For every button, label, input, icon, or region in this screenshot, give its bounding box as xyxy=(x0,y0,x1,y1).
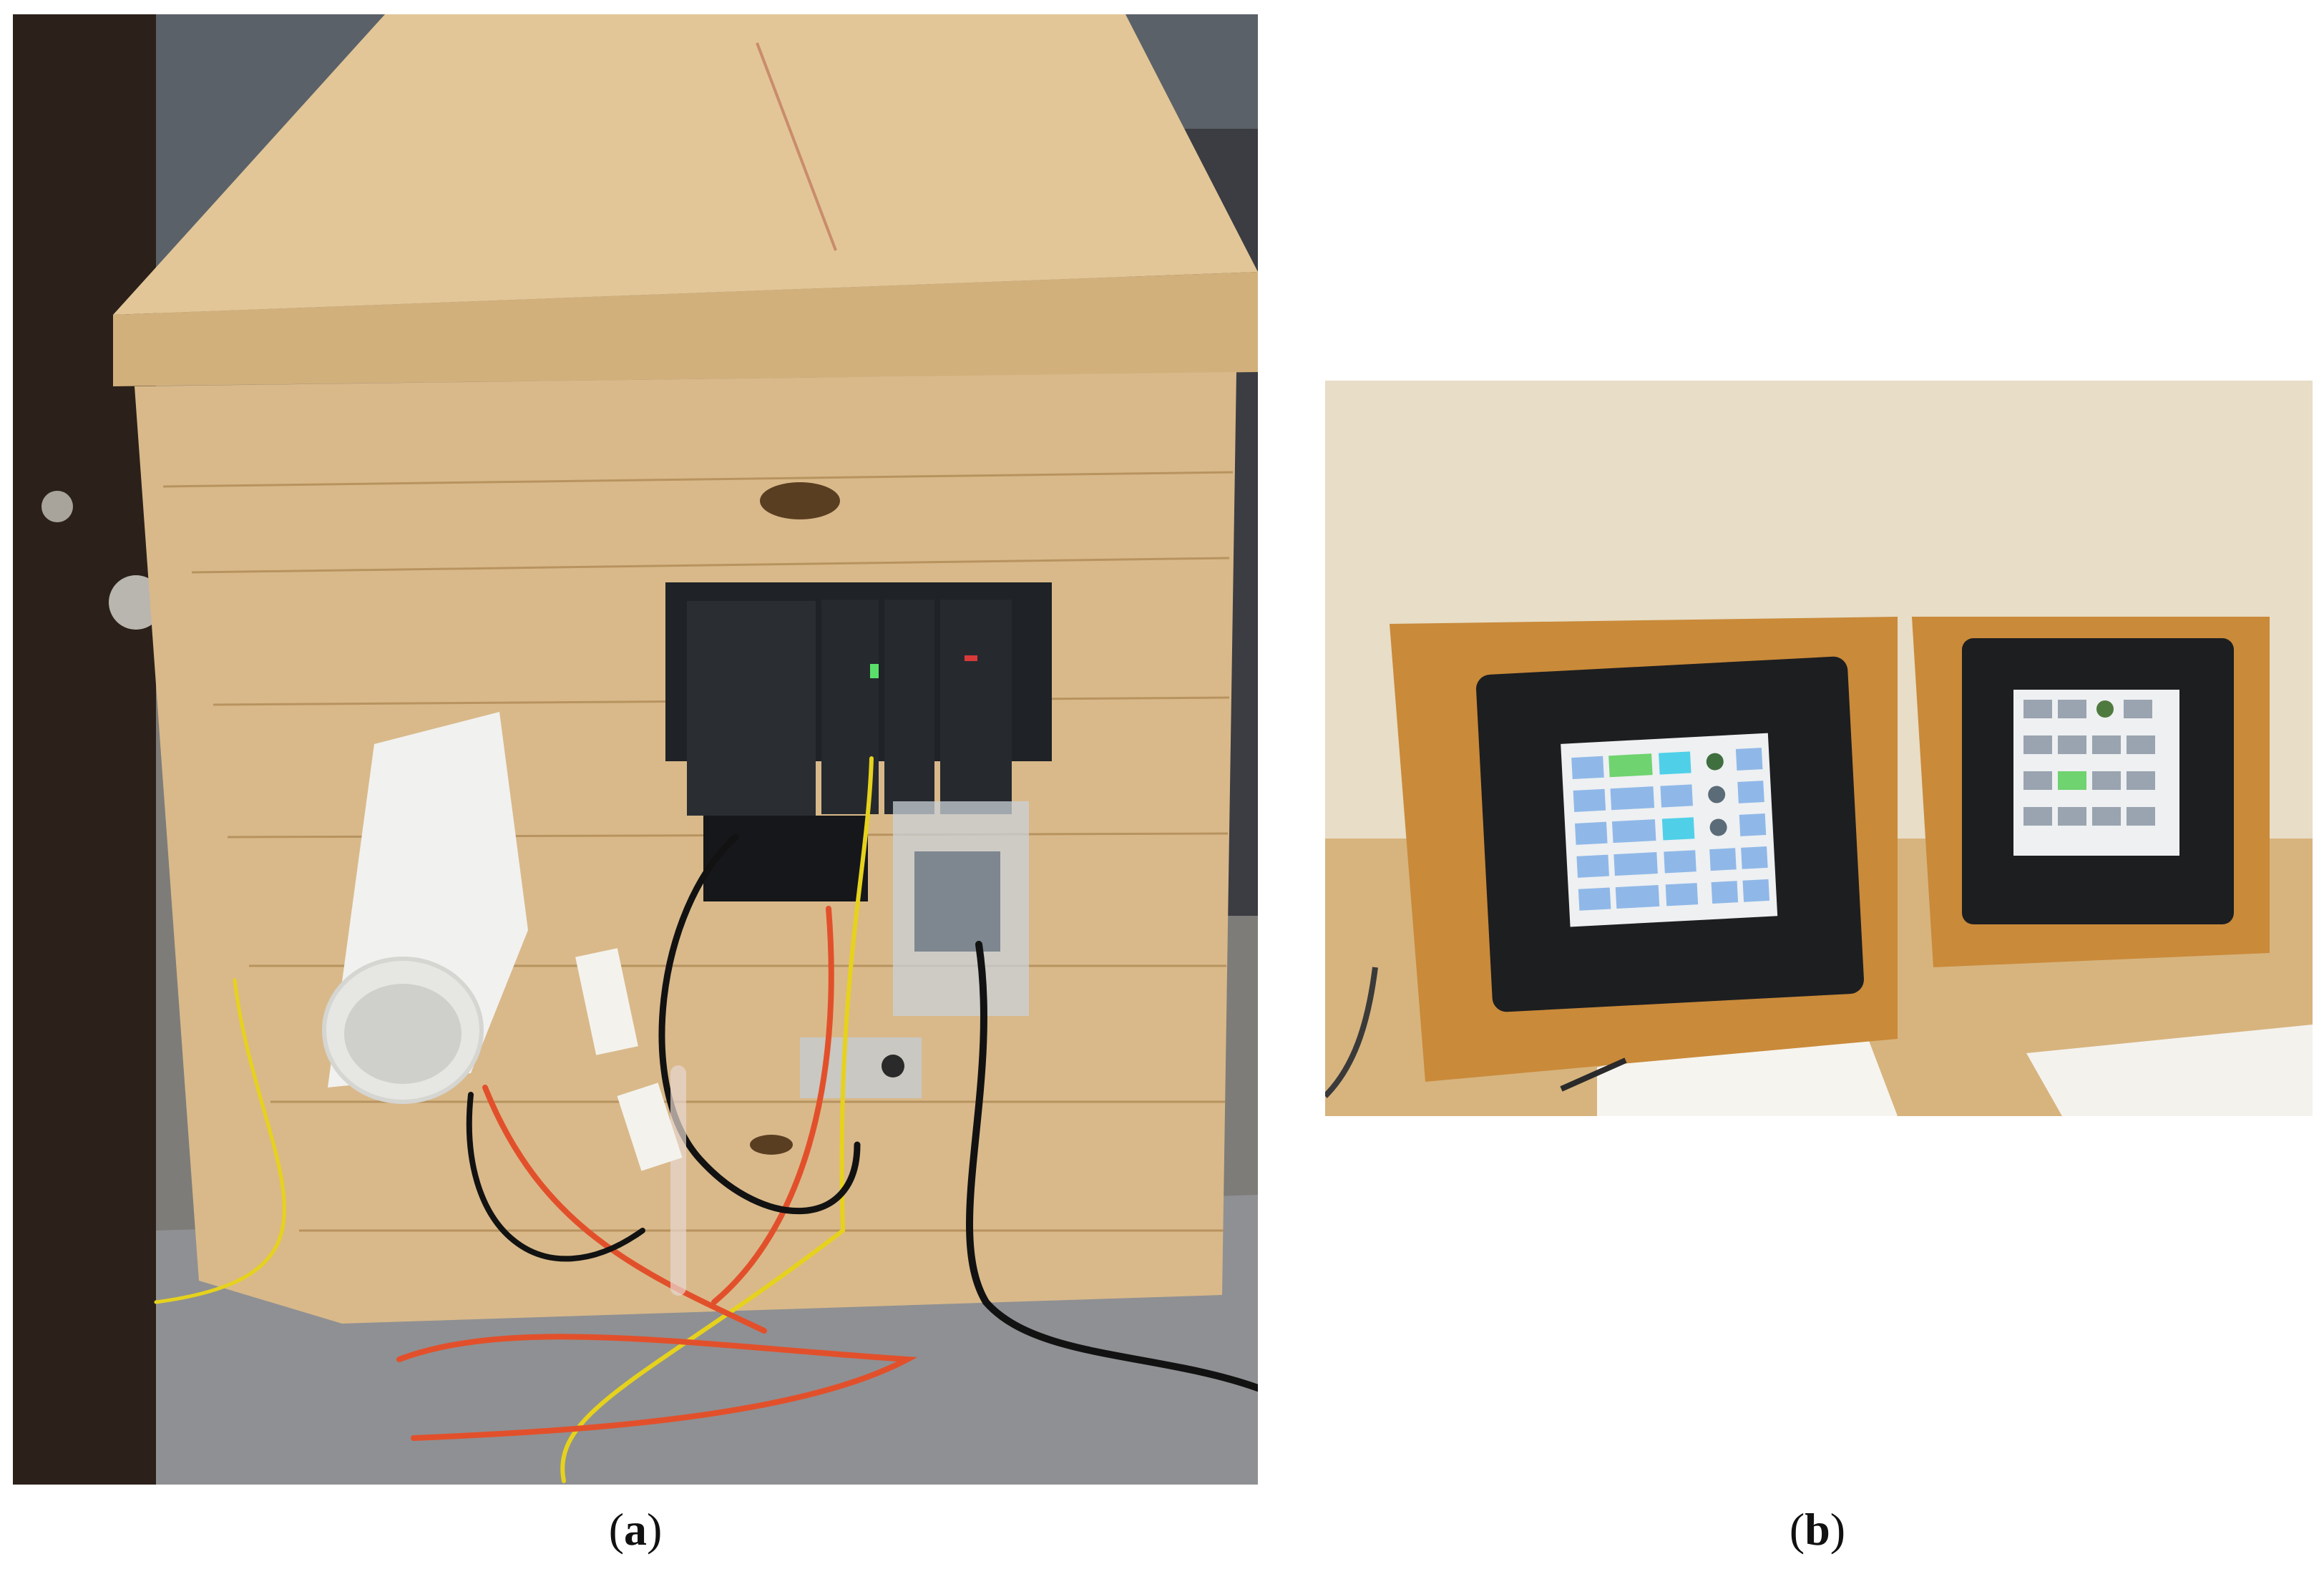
caption-a: (a) xyxy=(608,1504,663,1555)
photo-panel-b xyxy=(1325,381,2313,1116)
cable-tag xyxy=(575,948,638,1055)
caption-b: (b) xyxy=(1789,1504,1846,1555)
caption-b-letter: b xyxy=(1805,1504,1830,1555)
wood-knot xyxy=(760,482,840,519)
photo-panel-a xyxy=(13,14,1258,1485)
screen-buttons-right xyxy=(2023,700,2155,826)
duct-hose-icon xyxy=(322,712,528,1104)
caption-a-letter: a xyxy=(624,1504,647,1555)
cable xyxy=(1325,967,1378,1098)
pen xyxy=(1560,1057,1627,1092)
screen-buttons-left xyxy=(1571,748,1770,911)
plc-rack-icon xyxy=(665,582,1052,901)
black-cable xyxy=(658,834,861,1214)
yellow-cable xyxy=(839,756,874,1233)
box-top xyxy=(113,14,1258,315)
orange-cable xyxy=(711,906,834,1305)
plywood-box-photo xyxy=(13,14,1258,1485)
hmi-screens-photo xyxy=(1325,381,2313,1116)
door xyxy=(13,14,156,1485)
